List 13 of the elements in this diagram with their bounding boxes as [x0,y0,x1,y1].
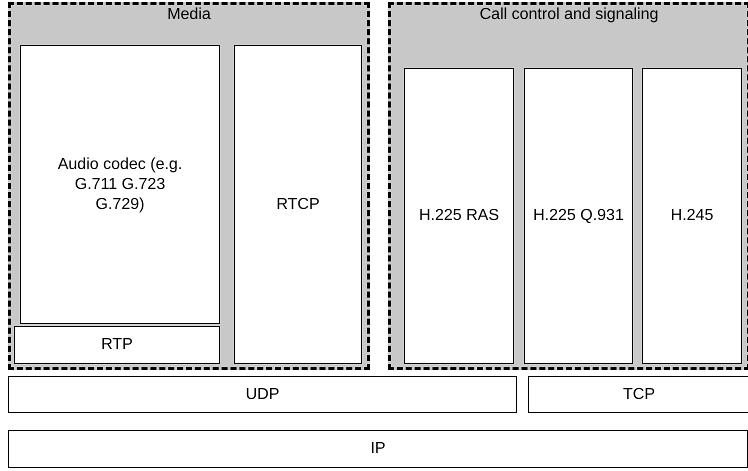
protocol-layer-box: RTP [14,326,220,364]
protocol-layer-box: TCP [528,376,748,413]
protocol-layer-box: H.245 [642,68,742,364]
group-title: Media [167,5,211,25]
protocol-layer-box: H.225 RAS [404,68,514,364]
group-title: Call control and signaling [480,5,658,25]
protocol-layer-box: Audio codec (e.g. G.711 G.723 G.729) [20,45,220,324]
group-panel [8,2,370,370]
protocol-layer-box: UDP [8,376,517,413]
protocol-layer-box: H.225 Q.931 [524,68,633,364]
protocol-layer-box: RTCP [234,45,362,364]
group-panel [388,2,748,370]
protocol-layer-box: IP [8,430,748,468]
